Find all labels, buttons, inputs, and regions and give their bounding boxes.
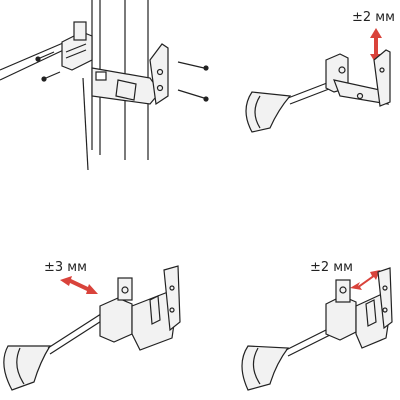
diagonal-arrow-icon xyxy=(350,270,380,290)
vertical-arrow-icon xyxy=(370,28,382,64)
step2-vertical-adjustment: ±2 мм xyxy=(230,0,400,200)
step1-mounting-diagram xyxy=(0,0,230,200)
vertical-adjust-illustration xyxy=(245,28,391,133)
horizontal-arrow-icon xyxy=(60,276,98,294)
step4-adjustment-label: ±2 мм xyxy=(310,260,353,275)
hinge-mounting-illustration xyxy=(0,0,209,171)
depth-adjust-illustration xyxy=(3,265,181,391)
step4-lateral-adjustment: ±2 мм xyxy=(230,250,400,400)
step2-adjustment-label: ±2 мм xyxy=(352,10,395,25)
lateral-adjust-illustration xyxy=(241,267,393,391)
step3-adjustment-label: ±3 мм xyxy=(44,260,87,275)
step3-depth-adjustment: ±3 мм xyxy=(0,250,200,400)
